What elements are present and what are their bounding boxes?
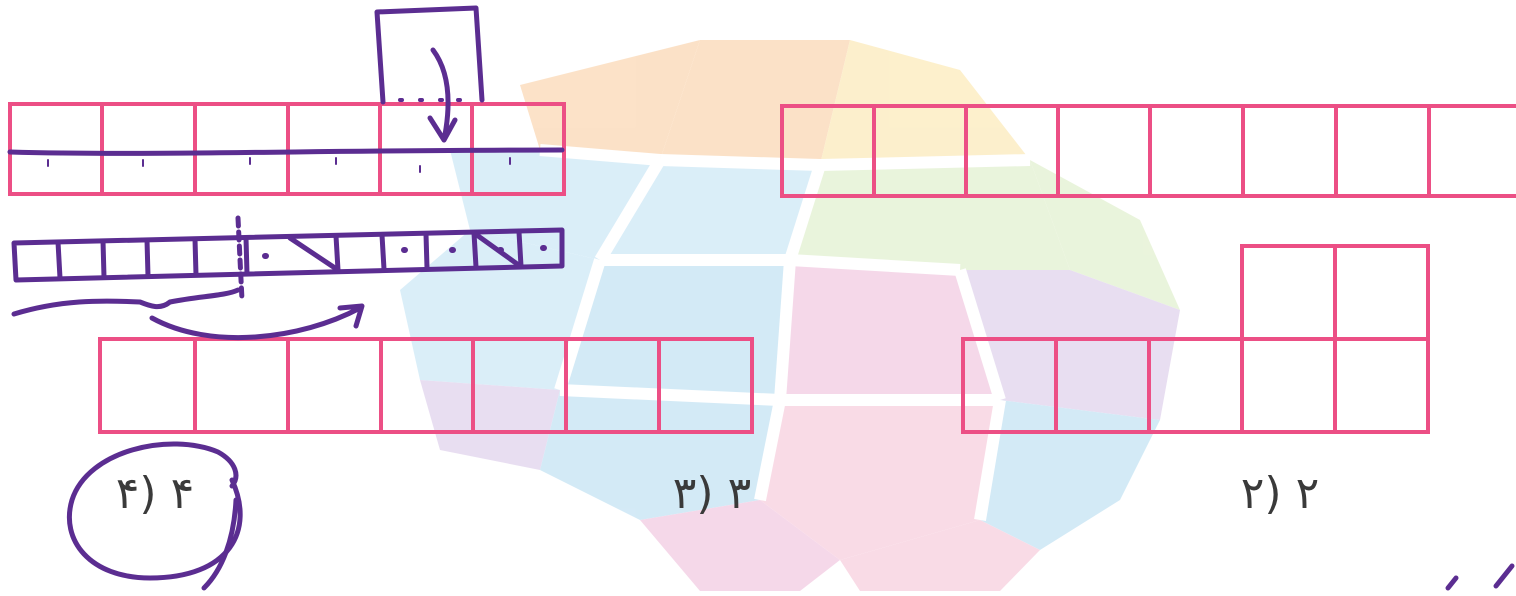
handwritten-arrow-icon	[430, 50, 455, 140]
net-cell	[1150, 106, 1243, 196]
net-cell	[102, 104, 195, 194]
net-cell	[1429, 106, 1516, 196]
option-3-label[interactable]: ۳ (۳	[673, 468, 751, 519]
net-cell	[100, 339, 195, 432]
watermark-tile	[980, 400, 1160, 550]
net-cell	[195, 339, 288, 432]
option-2-label[interactable]: ۲ (۲	[1241, 468, 1319, 519]
handwritten-box-drawing-icon	[377, 8, 482, 102]
handwritten-stroke	[204, 500, 236, 588]
net-cell	[1242, 339, 1335, 432]
net-cell	[10, 104, 102, 194]
net-cell	[1243, 106, 1336, 196]
watermark-tile	[790, 160, 1070, 270]
net-cell	[1336, 106, 1429, 196]
geodesic-logo-watermark-icon	[400, 40, 1180, 591]
net-cell	[1335, 246, 1428, 339]
handwritten-stroke	[1448, 566, 1512, 588]
net-cell	[1335, 339, 1428, 432]
net-cell	[1058, 106, 1150, 196]
handwritten-arrow-icon	[152, 306, 362, 338]
watermark-tile	[420, 380, 560, 470]
handwritten-ticks	[48, 158, 510, 172]
handwritten-brace	[14, 290, 238, 314]
watermark-tile	[820, 40, 1030, 165]
net-cell	[1242, 246, 1335, 339]
net-cell	[195, 104, 288, 194]
option-4-label[interactable]: ۴ (۴	[116, 468, 194, 519]
net-cell	[288, 339, 381, 432]
